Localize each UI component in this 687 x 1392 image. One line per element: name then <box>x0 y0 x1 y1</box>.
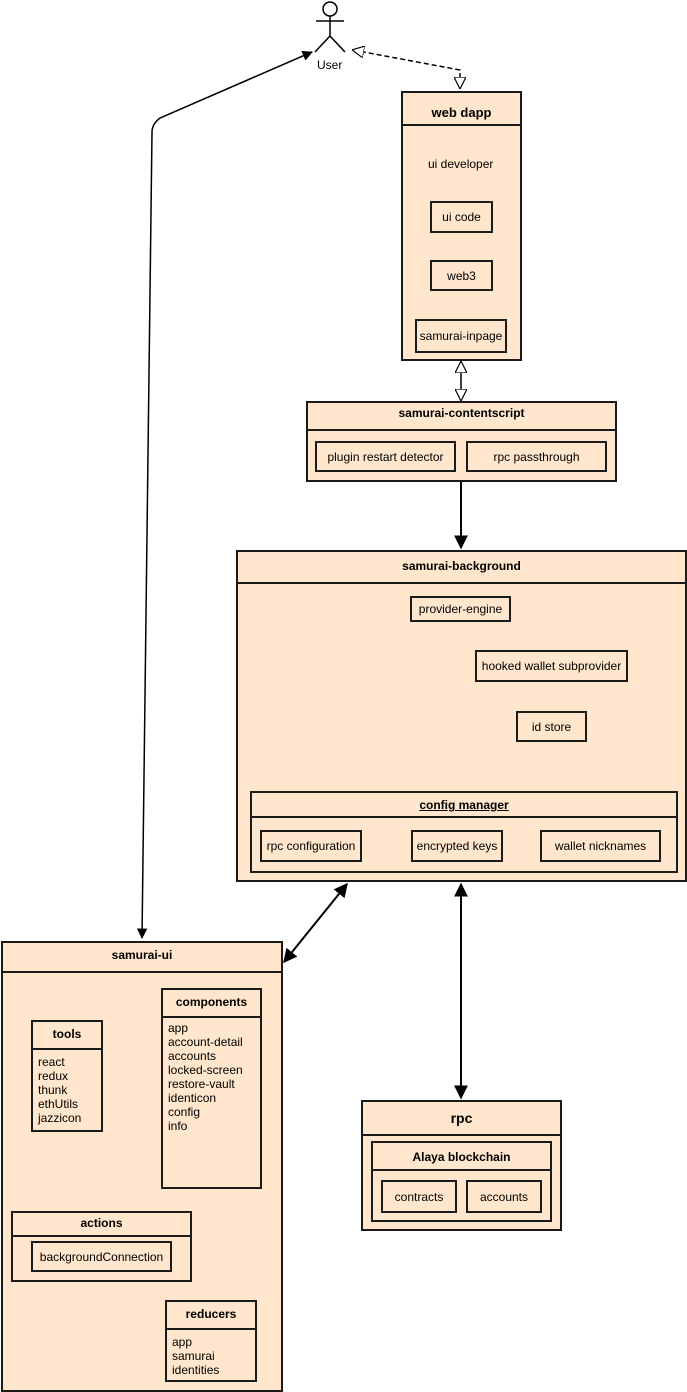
list-item: account-detail <box>168 1035 243 1049</box>
list-item: identities <box>172 1363 220 1377</box>
background-connection-box: backgroundConnection <box>31 1241 172 1272</box>
list-item: ethUtils <box>38 1097 79 1111</box>
list-item: info <box>168 1119 188 1133</box>
samurai-ui-title: samurai-ui <box>111 948 173 962</box>
tools-box: tools react redux thunk ethUtils jazzico… <box>31 1020 103 1132</box>
list-item: react <box>38 1055 65 1069</box>
tools-title: tools <box>52 1027 82 1041</box>
alaya-blockchain-title: Alaya blockchain <box>412 1150 511 1164</box>
list-item: config <box>168 1105 201 1119</box>
hooked-wallet-subprovider-box: hooked wallet subprovider <box>475 650 628 682</box>
list-item: jazzicon <box>38 1111 82 1125</box>
reducers-box: reducers app samurai identities <box>165 1300 257 1382</box>
rpc-title: rpc <box>450 1110 473 1126</box>
accounts-box: accounts <box>466 1180 542 1213</box>
user-label: User <box>317 58 343 72</box>
config-manager-title: config manager <box>419 798 509 812</box>
background-samurai-ui-arrow <box>283 882 348 964</box>
plugin-restart-detector-box: plugin restart detector <box>315 441 456 472</box>
list-item: thunk <box>38 1083 68 1097</box>
list-item: app <box>172 1335 193 1349</box>
web3-box: web3 <box>430 260 493 291</box>
list-item: identicon <box>168 1091 217 1105</box>
encrypted-keys-box: encrypted keys <box>411 830 503 862</box>
components-title: components <box>175 995 248 1009</box>
web-dapp-title: web dapp <box>431 105 492 120</box>
list-item: accounts <box>168 1049 217 1063</box>
rpc-passthrough-box: rpc passthrough <box>466 441 607 472</box>
user-actor-icon <box>314 1 346 53</box>
reducers-title: reducers <box>185 1307 237 1321</box>
tools-list: react redux thunk ethUtils jazzicon <box>38 1055 81 1125</box>
list-item: locked-screen <box>168 1063 243 1077</box>
background-title: samurai-background <box>402 559 521 573</box>
reducers-list: app samurai identities <box>172 1335 219 1377</box>
provider-engine-box: provider-engine <box>410 596 511 622</box>
components-list: app account-detail accounts locked-scree… <box>168 1021 243 1133</box>
contentscript-title: samurai-contentscript <box>398 406 525 420</box>
rpc-configuration-box: rpc configuration <box>260 830 362 862</box>
components-box: components app account-detail accounts l… <box>161 988 262 1189</box>
ui-code-box: ui code <box>430 201 493 233</box>
user-webdapp-link <box>353 50 460 88</box>
id-store-box: id store <box>516 711 587 742</box>
wallet-nicknames-box: wallet nicknames <box>540 830 661 862</box>
list-item: redux <box>38 1069 69 1083</box>
list-item: app <box>168 1021 189 1035</box>
list-item: restore-vault <box>168 1077 235 1091</box>
list-item: samurai <box>172 1349 215 1363</box>
samurai-inpage-box: samurai-inpage <box>415 319 507 353</box>
contracts-box: contracts <box>381 1180 457 1213</box>
actions-title: actions <box>80 1216 123 1230</box>
ui-developer-label: ui developer <box>428 157 494 171</box>
